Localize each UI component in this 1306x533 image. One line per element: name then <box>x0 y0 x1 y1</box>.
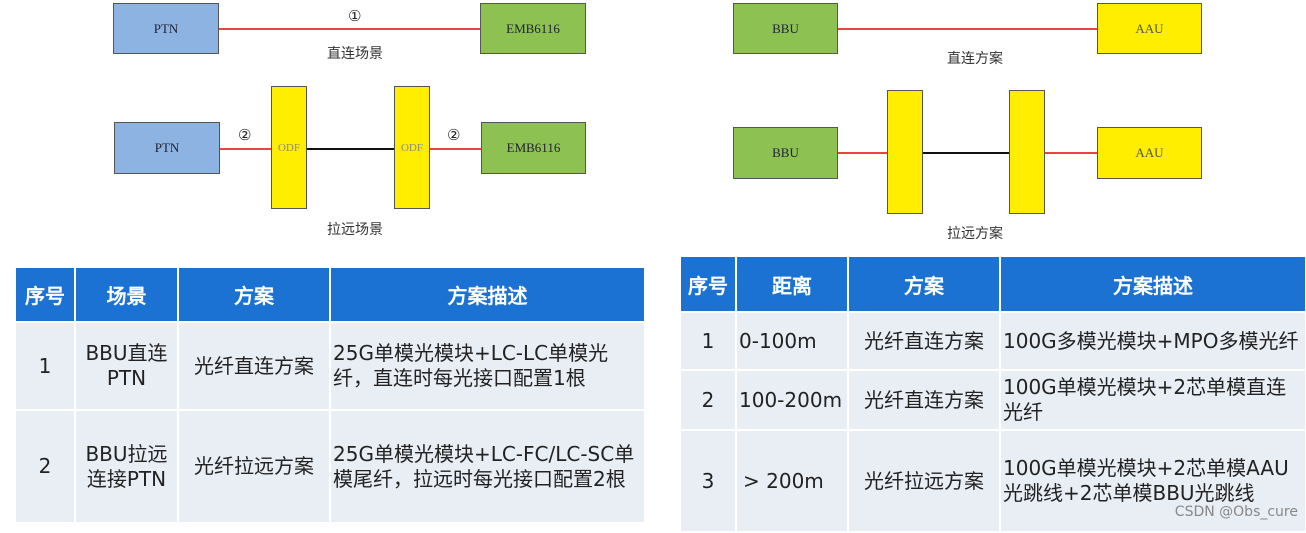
fiber-direct <box>218 28 481 30</box>
cell: 0-100m <box>735 311 849 371</box>
ptn-box: PTN <box>114 122 220 174</box>
header-cell: 方案 <box>177 266 331 323</box>
table-row: 2 BBU拉远连接PTN 光纤拉远方案 25G单模光模块+LC-FC/LC-SC… <box>14 409 646 524</box>
cell: 25G单模光模块+LC-FC/LC-SC单模尾纤，拉远时每光接口配置2根 <box>329 409 646 524</box>
emb-box: EMB6116 <box>480 3 586 54</box>
fiber <box>218 148 273 150</box>
aau-box: AAU <box>1097 127 1202 179</box>
header-cell: 序号 <box>679 255 737 313</box>
caption: 直连方案 <box>947 51 1003 67</box>
cell: BBU直连PTN <box>74 321 179 411</box>
aau-box: AAU <box>1097 3 1202 54</box>
header-cell: 方案 <box>847 255 1001 313</box>
cell: > 200m <box>735 429 849 533</box>
cell: 25G单模光模块+LC-LC单模光纤，直连时每光接口配置1根 <box>329 321 646 411</box>
bbu-box: BBU <box>733 127 838 179</box>
header-cell: 场景 <box>74 266 179 323</box>
cell: 1 <box>679 311 737 371</box>
cell: 100G单模光模块+2芯单模直连光纤 <box>999 369 1306 431</box>
header-cell: 方案描述 <box>999 255 1306 313</box>
cell: 2 <box>14 409 76 524</box>
fiber <box>1043 152 1098 154</box>
bbu-box: BBU <box>733 3 838 54</box>
cell: 2 <box>679 369 737 431</box>
table-row: 1 BBU直连PTN 光纤直连方案 25G单模光模块+LC-LC单模光纤，直连时… <box>14 321 646 411</box>
table-row: 1 0-100m 光纤直连方案 100G多模光模块+MPO多模光纤 <box>679 311 1306 371</box>
cell: 100G单模光模块+2芯单模AAU光跳线+2芯单模BBU光跳线 <box>999 429 1306 533</box>
header-cell: 序号 <box>14 266 76 323</box>
cell: 光纤拉远方案 <box>847 429 1001 533</box>
table-row: 3 > 200m 光纤拉远方案 100G单模光模块+2芯单模AAU光跳线+2芯单… <box>679 429 1306 533</box>
cell: BBU拉远连接PTN <box>74 409 179 524</box>
cell: 光纤直连方案 <box>847 369 1001 431</box>
header-cell: 距离 <box>735 255 849 313</box>
marker: ② <box>238 126 252 144</box>
odf-box: ODF <box>271 86 307 209</box>
fiber <box>429 148 481 150</box>
cell: 光纤拉远方案 <box>177 409 331 524</box>
cell: 光纤直连方案 <box>177 321 331 411</box>
header-cell: 方案描述 <box>329 266 646 323</box>
fiber <box>836 152 888 154</box>
watermark: CSDN @Obs_cure <box>1174 504 1298 520</box>
marker: ② <box>447 126 461 144</box>
odf-bar <box>887 90 923 214</box>
odf-bar <box>1009 90 1045 214</box>
emb-box: EMB6116 <box>481 122 586 174</box>
odf-box: ODF <box>394 86 430 209</box>
fiber-direct <box>836 28 1098 30</box>
right-table: 序号 距离 方案 方案描述 1 0-100m 光纤直连方案 100G多模光模块+… <box>679 255 1306 533</box>
cell: 光纤直连方案 <box>847 311 1001 371</box>
cell: 1 <box>14 321 76 411</box>
fiber <box>306 148 396 150</box>
fiber <box>921 152 1011 154</box>
caption: 拉远场景 <box>327 222 383 238</box>
cell: 3 <box>679 429 737 533</box>
cell: 100-200m <box>735 369 849 431</box>
table-row: 2 100-200m 光纤直连方案 100G单模光模块+2芯单模直连光纤 <box>679 369 1306 431</box>
caption: 直连场景 <box>327 46 383 62</box>
left-table: 序号 场景 方案 方案描述 1 BBU直连PTN 光纤直连方案 25G单模光模块… <box>14 266 646 524</box>
marker: ① <box>348 7 362 25</box>
ptn-box: PTN <box>113 3 219 54</box>
caption: 拉远方案 <box>947 226 1003 242</box>
cell: 100G多模光模块+MPO多模光纤 <box>999 311 1306 371</box>
